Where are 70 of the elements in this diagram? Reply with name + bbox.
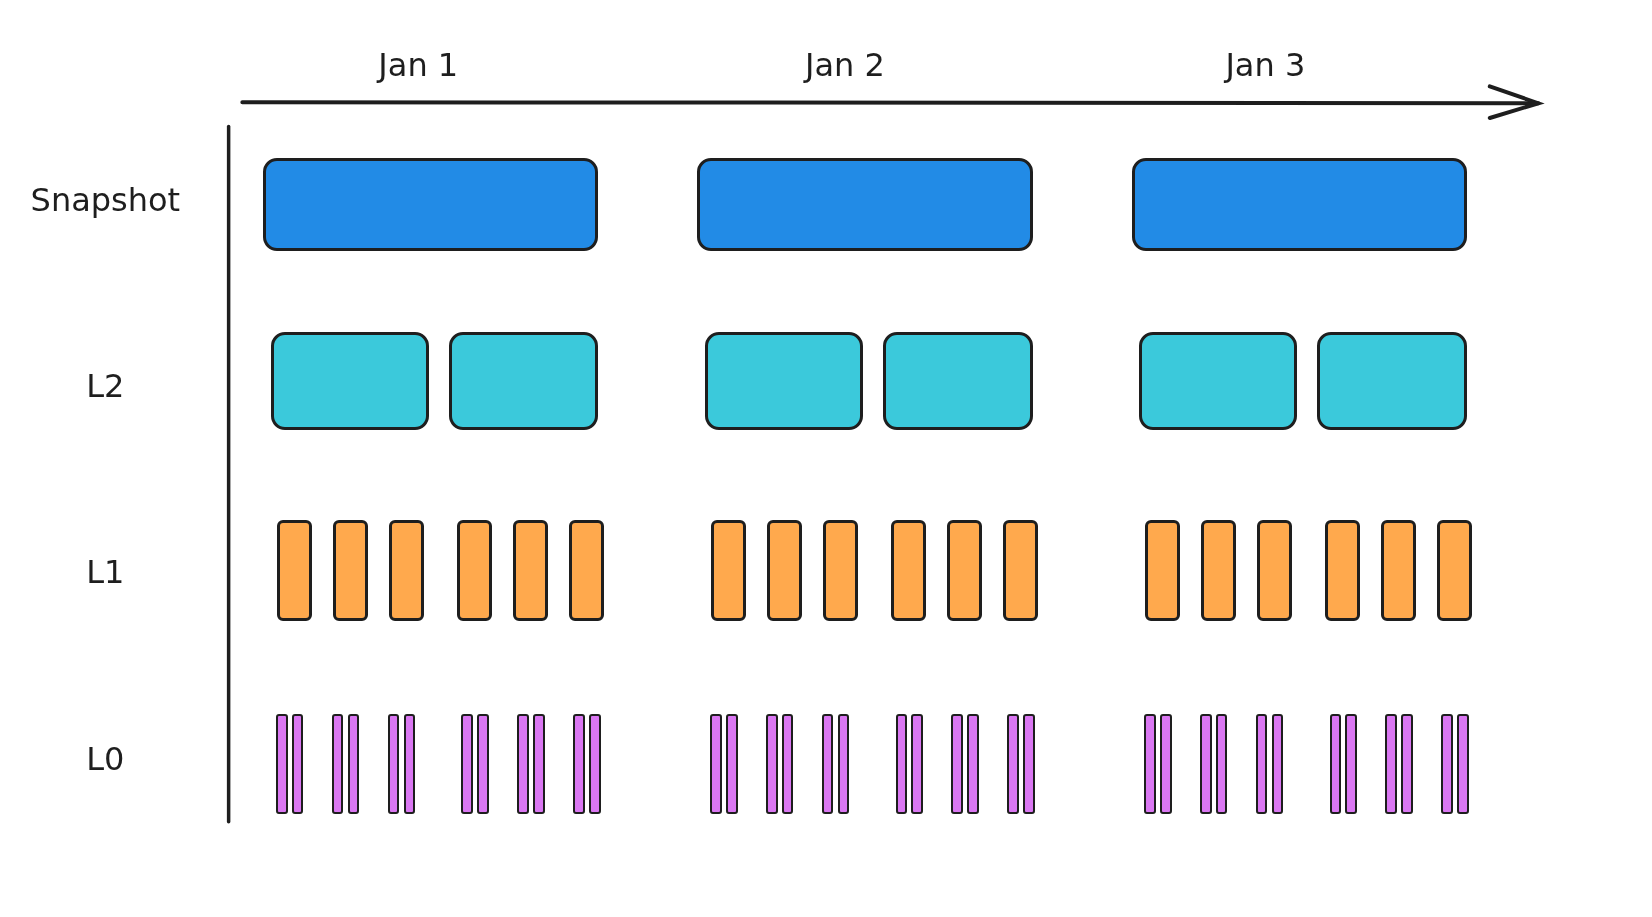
level-bar	[461, 714, 474, 815]
level-bar	[1255, 714, 1268, 815]
snapshot-block	[697, 158, 1033, 251]
level-block	[1145, 520, 1180, 621]
level-bar	[1144, 714, 1156, 815]
level-bar	[1200, 714, 1212, 815]
level-bar	[1441, 714, 1453, 815]
level-block	[1138, 331, 1297, 430]
level-block	[1003, 520, 1038, 621]
level-block	[457, 520, 492, 621]
level-block	[568, 520, 604, 621]
row-label: L0	[86, 739, 125, 778]
level-block	[388, 520, 424, 621]
level-block	[1256, 520, 1292, 621]
level-block	[947, 520, 982, 621]
row-label: Snapshot	[30, 181, 181, 220]
level-bar	[710, 714, 722, 815]
level-bar	[331, 714, 344, 815]
level-block	[822, 520, 858, 621]
level-block	[1381, 520, 1417, 621]
level-bar	[291, 714, 304, 815]
level-bar	[951, 714, 963, 815]
level-bar	[1457, 714, 1469, 815]
date-label: Jan 3	[1225, 46, 1306, 85]
row-label: L2	[86, 366, 125, 405]
level-bar	[347, 714, 360, 815]
level-block	[332, 520, 368, 621]
level-bar	[1329, 714, 1342, 815]
level-bar	[403, 714, 416, 815]
level-bar	[1023, 714, 1035, 815]
level-bar	[1271, 714, 1284, 815]
level-bar	[477, 714, 489, 815]
row-label: L1	[86, 553, 125, 592]
level-block	[270, 331, 429, 430]
level-block	[767, 520, 802, 621]
level-block	[891, 520, 927, 621]
level-bar	[276, 714, 288, 815]
date-label: Jan 2	[805, 46, 885, 85]
level-block	[711, 520, 746, 621]
snapshot-block	[263, 158, 599, 251]
level-block	[277, 520, 312, 621]
level-bar	[967, 714, 979, 815]
level-bar	[1160, 714, 1172, 815]
level-bar	[1401, 714, 1413, 815]
level-bar	[387, 714, 400, 815]
level-bar	[725, 714, 738, 815]
level-block	[704, 331, 863, 430]
snapshot-block	[1131, 158, 1467, 251]
level-block	[1317, 331, 1467, 430]
level-block	[1201, 520, 1236, 621]
level-block	[513, 520, 548, 621]
level-block	[1325, 520, 1361, 621]
level-block	[882, 331, 1033, 430]
level-block	[448, 331, 599, 430]
level-bar	[1345, 714, 1357, 815]
level-bar	[781, 714, 794, 815]
level-bar	[821, 714, 834, 815]
level-bar	[911, 714, 923, 815]
level-bar	[1007, 714, 1019, 815]
date-label: Jan 1	[378, 46, 459, 85]
level-bar	[765, 714, 778, 815]
level-bar	[895, 714, 908, 815]
level-block	[1437, 520, 1472, 621]
level-bar	[533, 714, 545, 815]
level-bar	[1385, 714, 1398, 815]
level-bar	[837, 714, 850, 815]
level-bar	[1215, 714, 1228, 815]
level-bar	[573, 714, 585, 815]
level-bar	[588, 714, 601, 815]
level-bar	[517, 714, 529, 815]
